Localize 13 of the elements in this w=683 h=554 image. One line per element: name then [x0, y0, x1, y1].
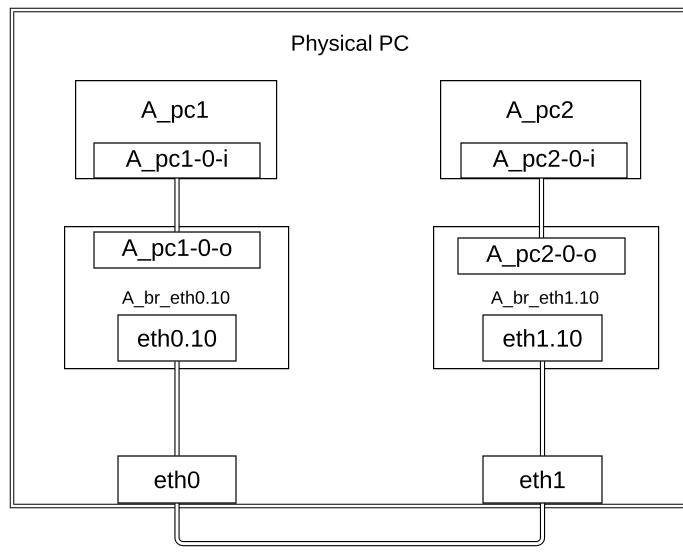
cable-line — [174, 178, 180, 232]
interface-box: A_pc1-0-i — [93, 142, 261, 179]
cable-line — [540, 362, 546, 456]
cable-line — [174, 362, 180, 456]
cable-line — [174, 504, 546, 546]
interface-box: eth0.10 — [117, 314, 237, 362]
interface-box: A_pc2-0-o — [457, 237, 626, 275]
interface-box: eth0 — [117, 455, 237, 504]
interface-box: A_pc2-0-i — [460, 142, 628, 179]
cable-line — [538, 178, 544, 238]
interface-box: A_pc1-0-o — [93, 231, 261, 269]
interface-box: eth1.10 — [482, 314, 603, 362]
interface-box: eth1 — [482, 455, 603, 504]
